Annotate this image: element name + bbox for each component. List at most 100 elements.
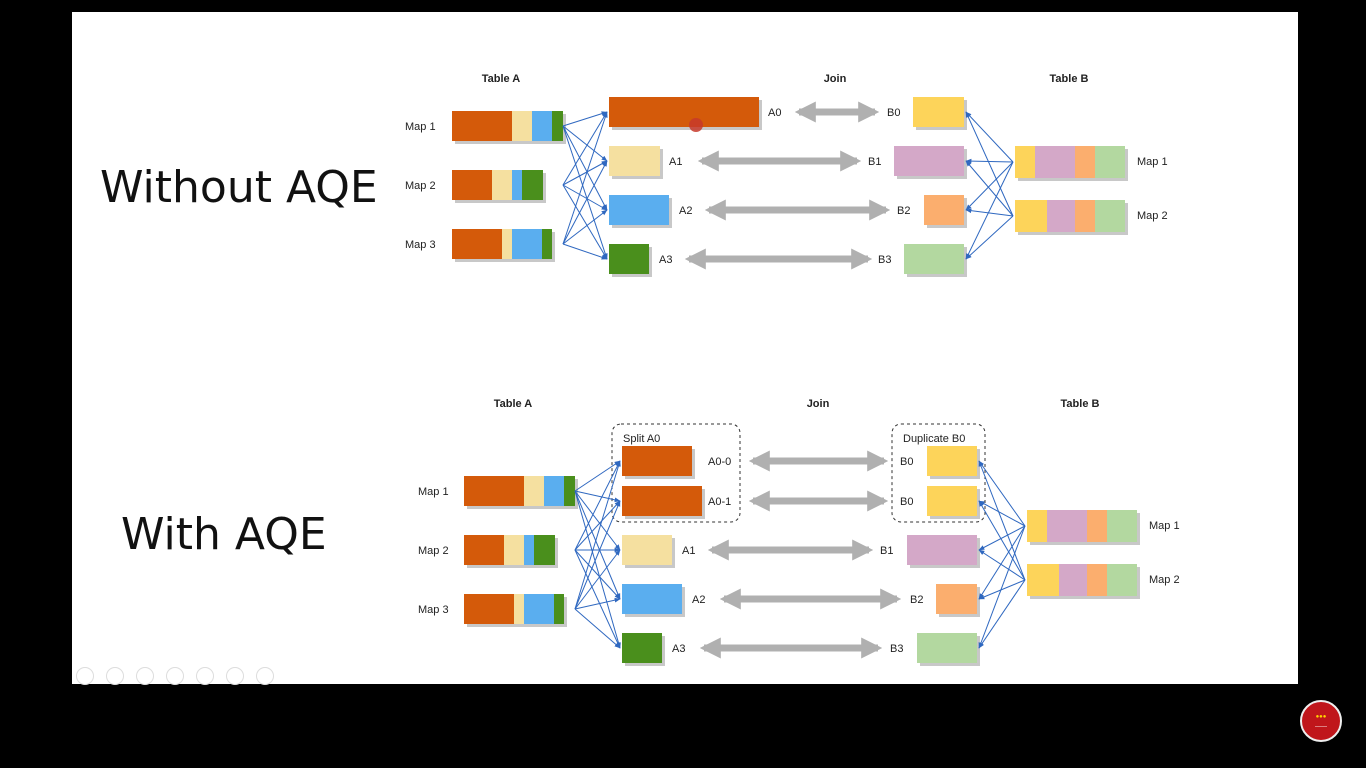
map-a-bar-segment (542, 229, 552, 259)
map-a-bar-segment (502, 229, 512, 259)
map-b-bar-segment (1075, 200, 1095, 232)
map-b-bar-segment (1087, 564, 1107, 596)
shuffle-line (978, 549, 1026, 581)
shuffle-line (574, 597, 621, 610)
b-partition (927, 486, 977, 516)
shuffle-line (562, 184, 608, 260)
a-partition (609, 146, 660, 176)
join-header: Join (824, 73, 847, 85)
map-a-label: Map 1 (418, 486, 449, 498)
shuffle-line (562, 184, 608, 211)
b-partition-label: B2 (897, 205, 910, 217)
a-partition-label: A0-1 (708, 496, 731, 508)
shuffle-line (965, 161, 1014, 211)
b-partition (936, 584, 977, 614)
map-b-bar-segment (1107, 510, 1137, 542)
map-b-bar-segment (1095, 200, 1125, 232)
shuffle-line (574, 549, 621, 610)
title-with-aqe: With AQE (121, 509, 327, 560)
b-partition (927, 446, 977, 476)
map-a-bar-segment (512, 170, 522, 200)
map-a-bar-segment (524, 594, 554, 624)
shuffle-line (562, 125, 608, 211)
map-a-bar-segment (554, 594, 564, 624)
shuffle-line (574, 460, 621, 492)
subtitles-icon[interactable] (226, 667, 244, 685)
join-header: Join (807, 398, 830, 410)
a-partition (622, 446, 692, 476)
back-icon[interactable] (76, 667, 94, 685)
map-b-bar-segment (1095, 146, 1125, 178)
a-partition (622, 486, 702, 516)
shuffle-line (965, 215, 1014, 260)
shuffle-line (574, 549, 621, 649)
map-b-bar-segment (1059, 564, 1087, 596)
map-a-bar-segment (534, 535, 555, 565)
map-a-bar-segment (464, 476, 524, 506)
table-a-header: Table A (482, 73, 521, 85)
shuffle-line (978, 500, 1026, 581)
map-b-bar-segment (1087, 510, 1107, 542)
map-b-bar-segment (1107, 564, 1137, 596)
map-a-bar-segment (452, 170, 492, 200)
pen-icon[interactable] (136, 667, 154, 685)
shuffle-line (978, 460, 1026, 581)
map-a-bar-segment (524, 476, 544, 506)
shuffle-line (965, 111, 1014, 217)
shuffle-line (965, 111, 1014, 163)
map-a-label: Map 3 (405, 239, 436, 251)
map-b-bar-segment (1035, 146, 1075, 178)
zoom-icon[interactable] (196, 667, 214, 685)
shuffle-line (965, 158, 1014, 164)
a-partition (622, 633, 662, 663)
map-a-bar-segment (532, 111, 552, 141)
shuffle-line (978, 525, 1026, 600)
shuffle-line (574, 549, 621, 600)
shuffle-line (978, 500, 1026, 527)
map-a-bar-segment (512, 111, 532, 141)
a-partition-label: A1 (682, 545, 695, 557)
shuffle-line (574, 460, 621, 610)
shuffle-line (562, 160, 608, 186)
shuffle-line (965, 160, 1014, 217)
a-partition (622, 535, 672, 565)
map-a-bar-segment (544, 476, 564, 506)
shuffle-line (562, 125, 608, 260)
shuffle-line (574, 490, 621, 551)
shuffle-line (574, 490, 621, 503)
b-partition-label: B0 (900, 456, 913, 468)
b-partition (904, 244, 964, 274)
map-b-bar-segment (1015, 200, 1047, 232)
map-b-bar-segment (1027, 510, 1047, 542)
shuffle-line (965, 161, 1014, 260)
a-partition (622, 584, 682, 614)
map-a-bar-segment (504, 535, 524, 565)
shuffle-line (978, 579, 1026, 649)
map-a-bar-segment (512, 229, 542, 259)
b-partition-label: B1 (868, 156, 881, 168)
map-a-label: Map 2 (405, 180, 436, 192)
shuffle-line (562, 111, 608, 127)
b-partition (894, 146, 964, 176)
map-a-bar-segment (492, 170, 512, 200)
b-partition-label: B0 (900, 496, 913, 508)
shuffle-line (562, 111, 608, 186)
slides-icon[interactable] (166, 667, 184, 685)
map-b-bar-segment (1027, 564, 1059, 596)
more-icon[interactable] (256, 667, 274, 685)
table-b-header: Table B (1061, 398, 1100, 410)
map-a-bar-segment (452, 229, 502, 259)
a-partition (609, 195, 669, 225)
map-b-label: Map 2 (1137, 210, 1168, 222)
a-partition-label: A0-0 (708, 456, 731, 468)
map-b-bar-segment (1047, 200, 1075, 232)
forward-icon[interactable] (106, 667, 124, 685)
map-a-label: Map 3 (418, 604, 449, 616)
shuffle-line (978, 525, 1026, 649)
map-a-bar-segment (564, 476, 575, 506)
table-a-header: Table A (494, 398, 533, 410)
a-partition-label: A3 (659, 254, 672, 266)
duplicate-b0-label: Duplicate B0 (903, 433, 965, 445)
